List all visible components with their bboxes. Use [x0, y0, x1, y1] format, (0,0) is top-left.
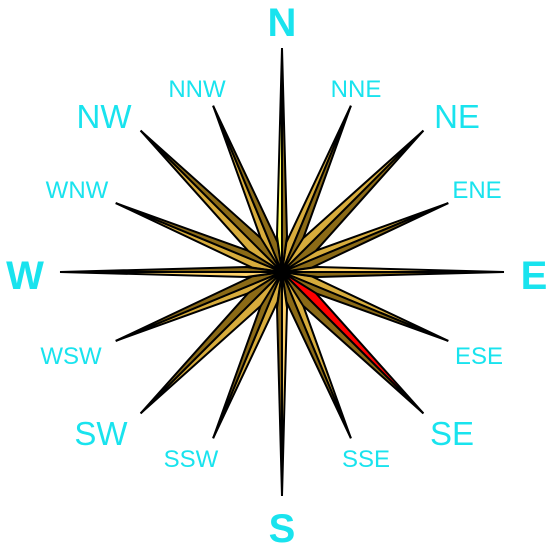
point-se-right — [281, 271, 425, 415]
point-sw-right — [139, 271, 283, 415]
label-ene: ENE — [452, 177, 501, 204]
label-n: N — [268, 1, 297, 45]
label-sse: SSE — [342, 446, 390, 473]
label-se: SE — [430, 415, 474, 452]
label-sw: SW — [74, 415, 128, 452]
label-wsw: WSW — [40, 343, 102, 370]
label-w: W — [6, 254, 44, 298]
point-nw-right — [139, 129, 283, 273]
label-nw: NW — [77, 98, 133, 135]
point-e-right — [281, 271, 505, 279]
label-ne: NE — [434, 98, 480, 135]
label-ssw: SSW — [164, 446, 219, 473]
label-e: E — [521, 254, 548, 298]
label-nnw: NNW — [168, 76, 226, 103]
point-w-right — [59, 265, 283, 273]
label-nne: NNE — [331, 76, 382, 103]
point-n-right — [281, 47, 289, 273]
point-ne-right — [281, 129, 425, 273]
label-ese: ESE — [455, 343, 503, 370]
compass-star — [59, 47, 505, 497]
label-s: S — [269, 507, 296, 550]
label-wnw: WNW — [46, 177, 109, 204]
point-s-right — [275, 271, 283, 497]
